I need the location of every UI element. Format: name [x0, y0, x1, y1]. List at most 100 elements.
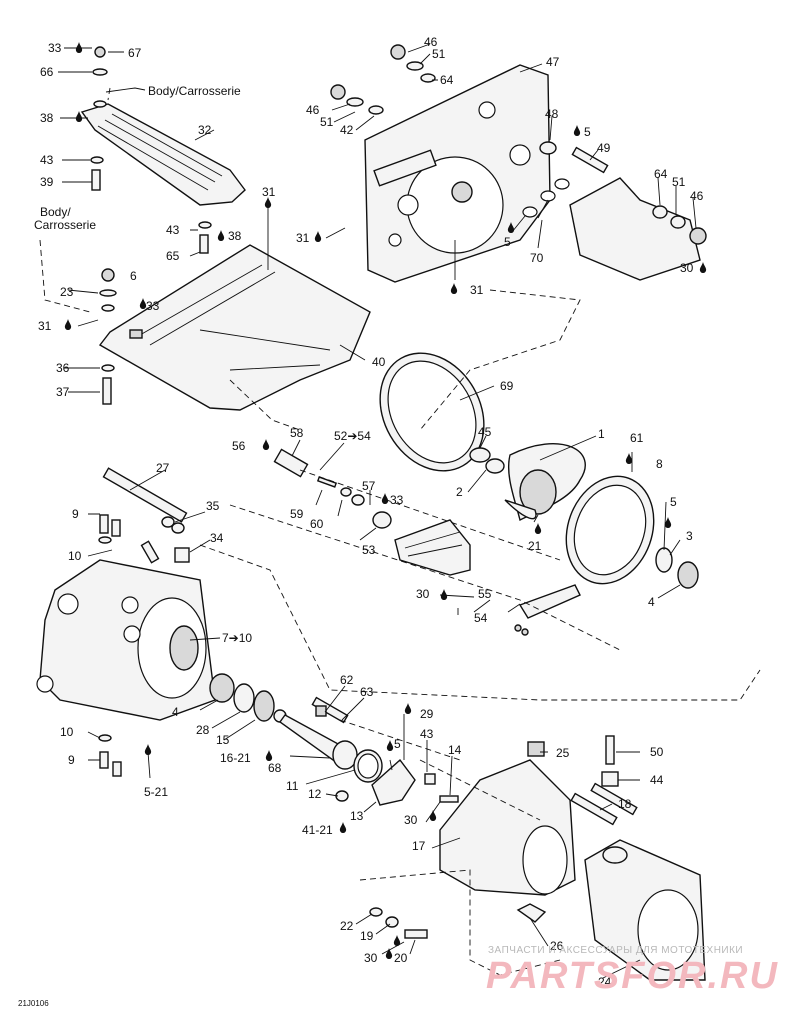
callout-33: 33 [48, 41, 62, 55]
right-hull-assembly [522, 141, 707, 281]
callout-52-to-54: 52➔54 [334, 429, 371, 443]
callout-30c: 30 [364, 951, 378, 965]
callout-5b: 5 [504, 235, 511, 249]
callout-2: 2 [456, 485, 463, 499]
callout-65: 65 [166, 249, 180, 263]
callout-57: 57 [362, 479, 376, 493]
shaft-68 [279, 714, 358, 770]
callout-10b: 10 [60, 725, 74, 739]
callout-49: 49 [597, 141, 611, 155]
callout-42: 42 [340, 123, 354, 137]
impeller-1 [504, 443, 586, 522]
callout-5: 5 [584, 125, 591, 139]
jet-pump-support-housing [364, 64, 551, 283]
assembly-line-body [39, 87, 111, 313]
spring-63-screw-62 [311, 696, 349, 724]
callout-32: 32 [198, 123, 212, 137]
callout-51: 51 [432, 47, 446, 61]
callout-29: 29 [420, 707, 434, 721]
impeller-housing-ring-8 [565, 475, 655, 585]
callout-31c: 31 [296, 231, 310, 245]
callout-10: 10 [68, 549, 82, 563]
small-parts-34-35 [140, 516, 190, 564]
callout-70: 70 [530, 251, 544, 265]
callout-51b: 51 [320, 115, 334, 129]
bumper-25-grommet-26 [516, 741, 547, 923]
bearing-3-4 [655, 547, 699, 589]
callout-48: 48 [545, 107, 559, 121]
callout-36: 36 [56, 361, 70, 375]
bearing-stack-centre [209, 673, 287, 723]
watermark-logo-text: PARTSFOR.RU [486, 955, 779, 997]
assembly-line-lower [339, 719, 561, 976]
callout-38b: 38 [228, 229, 242, 243]
callout-45: 45 [478, 425, 492, 439]
callout-body-carrosserie-1: Body/Carrosserie [148, 84, 241, 98]
callout-51c: 51 [672, 175, 686, 189]
callout-67: 67 [128, 46, 142, 60]
callout-63: 63 [360, 685, 374, 699]
callout-44: 44 [650, 773, 664, 787]
callout-47: 47 [546, 55, 560, 69]
figure-code: 21J0106 [18, 999, 49, 1008]
callout-5c: 5 [670, 495, 677, 509]
callout-33c: 33 [390, 493, 404, 507]
callout-31: 31 [262, 185, 276, 199]
callout-46b: 46 [306, 103, 320, 117]
callout-18: 18 [618, 797, 632, 811]
callout-66: 66 [40, 65, 54, 79]
callout-4b: 4 [172, 705, 179, 719]
callout-46: 46 [424, 35, 438, 49]
fastener-stack-top-left [90, 46, 212, 254]
callout-25: 25 [556, 746, 570, 760]
callout-12: 12 [308, 787, 322, 801]
callout-37: 37 [56, 385, 70, 399]
callout-carrosserie-2: Carrosserie [34, 218, 96, 232]
callout-69: 69 [500, 379, 514, 393]
callout-39: 39 [40, 175, 54, 189]
o-ring-11 [353, 749, 383, 783]
callout-43: 43 [40, 153, 54, 167]
callout-61: 61 [630, 431, 644, 445]
assembly-line-upper [229, 289, 581, 431]
callout-11: 11 [286, 779, 299, 793]
support-bracket-32 [80, 103, 246, 206]
callout-43b: 43 [166, 223, 180, 237]
callout-33b: 33 [146, 299, 160, 313]
callout-43c: 43 [420, 727, 434, 741]
fastener-stack-left-middle [99, 268, 117, 405]
callout-58: 58 [290, 426, 304, 440]
callout-26: 26 [550, 939, 564, 953]
callout-64b: 64 [654, 167, 668, 181]
callout-41-21: 41-21 [302, 823, 333, 837]
callout-6: 6 [130, 269, 137, 283]
callout-16-21: 16-21 [220, 751, 251, 765]
callout-59: 59 [290, 507, 304, 521]
jet-pump-housing-7 [36, 559, 216, 721]
callout-53: 53 [362, 543, 376, 557]
callout-7-to-10: 7➔10 [222, 631, 252, 645]
callout-31d: 31 [470, 283, 484, 297]
callout-13: 13 [350, 809, 364, 823]
callout-30b: 30 [404, 813, 418, 827]
mounting-plate-40 [98, 244, 371, 411]
callout-4: 4 [648, 595, 655, 609]
callout-30-55: 30 [416, 587, 430, 601]
watermark-tagline: ЗАПЧАСТИ И АКСЕССУАРЫ ДЛЯ МОТОТЕХНИКИ [488, 945, 743, 956]
callout-62: 62 [340, 673, 354, 687]
callout-9: 9 [72, 507, 79, 521]
callout-27: 27 [156, 461, 170, 475]
callout-24: 24 [598, 975, 612, 989]
callout-5d: 5 [394, 737, 401, 751]
callout-46c: 46 [690, 189, 704, 203]
callout-50: 50 [650, 745, 664, 759]
rod-27 [102, 467, 188, 523]
callout-23: 23 [60, 285, 74, 299]
callout-31b: 31 [38, 319, 52, 333]
callout-19: 19 [360, 929, 374, 943]
callout-5-21: 5-21 [144, 785, 168, 799]
callout-1: 1 [598, 427, 605, 441]
cap-13 [371, 758, 416, 806]
callout-68: 68 [268, 761, 282, 775]
